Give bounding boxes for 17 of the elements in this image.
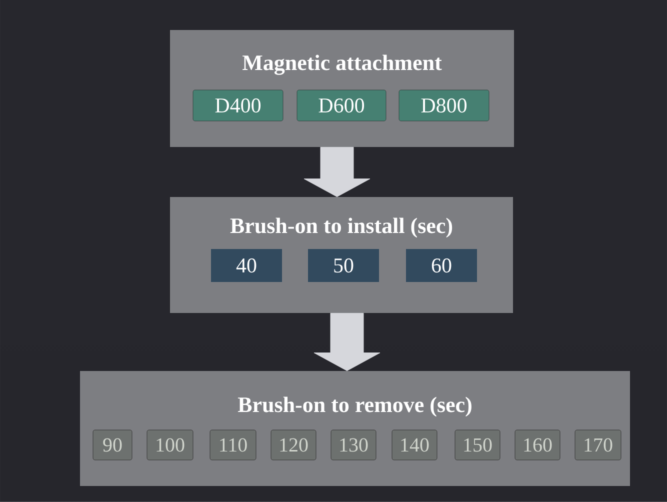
time-chip: 60 (406, 248, 477, 282)
time-chip: 50 (308, 248, 379, 282)
time-chip: 40 (211, 248, 282, 282)
time-chip: 100 (146, 430, 194, 460)
model-chip: D600 (296, 90, 386, 122)
time-chip: 130 (330, 430, 376, 460)
model-chip: D400 (192, 90, 284, 122)
time-chip: 160 (514, 430, 560, 460)
time-chip: 170 (574, 430, 622, 460)
time-chip: 140 (392, 430, 438, 460)
model-chip: D800 (398, 90, 490, 122)
time-chip: 110 (210, 430, 256, 460)
time-chip: 90 (92, 430, 132, 460)
time-chip: 150 (454, 430, 500, 460)
time-chip: 120 (270, 430, 316, 460)
block-arrow (304, 146, 370, 198)
block-arrow (314, 312, 380, 372)
